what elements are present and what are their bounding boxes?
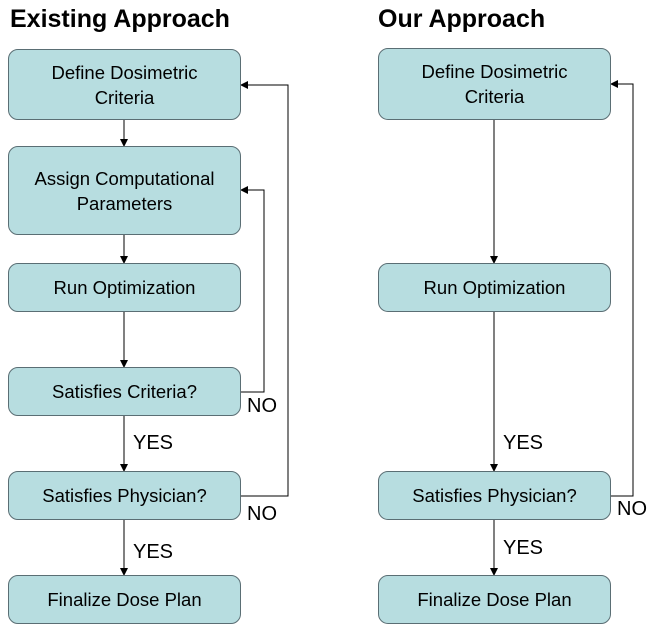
right-satisfies-physician-label: Satisfies Physician?: [412, 485, 577, 506]
left-yes-label-2: YES: [133, 541, 174, 563]
right-satisfies-physician-box: Satisfies Physician?: [378, 471, 611, 520]
loop-physician-to-define: [240, 81, 289, 497]
right-run-optimization-box: Run Optimization: [378, 263, 611, 312]
right-run-optimization-label: Run Optimization: [423, 277, 566, 298]
left-no-label-2: NO: [247, 503, 277, 525]
right-title: Our Approach: [378, 5, 546, 33]
right-yes-label-1: YES: [503, 432, 544, 454]
right-no-label-1: NO: [617, 498, 647, 520]
left-finalize-plan-box: Finalize Dose Plan: [8, 575, 241, 624]
left-no-label-1: NO: [247, 395, 277, 417]
loop-criteria-to-assign: [240, 186, 265, 393]
right-finalize-plan-label: Finalize Dose Plan: [417, 589, 572, 610]
loop-right-physician-to-define: [610, 80, 634, 497]
left-define-criteria-box: Define Dosimetric Criteria: [8, 49, 241, 120]
left-run-optimization-label: Run Optimization: [53, 277, 196, 298]
left-title: Existing Approach: [10, 5, 230, 33]
left-finalize-plan-label: Finalize Dose Plan: [47, 589, 202, 610]
left-run-optimization-box: Run Optimization: [8, 263, 241, 312]
left-assign-parameters-label: Assign Computational Parameters: [34, 167, 215, 214]
left-satisfies-criteria-label: Satisfies Criteria?: [52, 381, 197, 402]
left-satisfies-criteria-box: Satisfies Criteria?: [8, 367, 241, 416]
left-assign-parameters-box: Assign Computational Parameters: [8, 146, 241, 235]
left-satisfies-physician-box: Satisfies Physician?: [8, 471, 241, 520]
right-finalize-plan-box: Finalize Dose Plan: [378, 575, 611, 624]
left-satisfies-physician-label: Satisfies Physician?: [42, 485, 207, 506]
right-define-criteria-label: Define Dosimetric Criteria: [421, 61, 568, 107]
left-yes-label-1: YES: [133, 432, 174, 454]
left-define-criteria-label: Define Dosimetric Criteria: [51, 61, 198, 108]
right-yes-label-2: YES: [503, 537, 544, 559]
right-define-criteria-box: Define Dosimetric Criteria: [378, 48, 611, 120]
